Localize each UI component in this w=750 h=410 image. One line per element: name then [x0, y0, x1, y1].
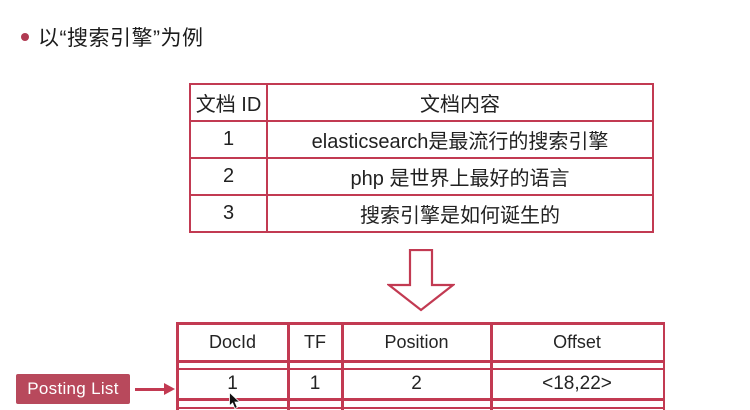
- posting-cell-position: 2: [411, 372, 422, 394]
- doc-id-cell: 3: [189, 194, 268, 233]
- doc-table-header-row: 文档 ID 文档内容: [189, 83, 654, 122]
- posting-list-table: DocId TF Position Offset 1 1 2 <18,22>: [176, 322, 665, 410]
- doc-id-cell: 2: [189, 157, 268, 196]
- posting-list-label: Posting List: [16, 374, 130, 404]
- table-border: [287, 322, 290, 410]
- doc-table-header-id: 文档 ID: [189, 83, 268, 122]
- posting-cell-tf: 1: [309, 372, 321, 394]
- mouse-cursor: [229, 392, 241, 410]
- table-row: 3 搜索引擎是如何诞生的: [189, 194, 654, 233]
- down-arrow-icon: [387, 249, 455, 312]
- doc-id-cell: 1: [189, 120, 268, 159]
- posting-header-tf: TF: [304, 331, 326, 352]
- table-border: [490, 322, 493, 410]
- table-border: [341, 322, 344, 410]
- doc-content-cell: 搜索引擎是如何诞生的: [266, 194, 654, 233]
- posting-header-position: Position: [384, 331, 449, 352]
- table-border: [176, 398, 665, 401]
- doc-table-header-content: 文档内容: [266, 83, 654, 122]
- doc-content-cell: elasticsearch是最流行的搜索引擎: [266, 120, 654, 159]
- table-row: 2 php 是世界上最好的语言: [189, 157, 654, 196]
- table-border: [176, 367, 665, 370]
- table-border: [176, 322, 665, 325]
- posting-cell-offset: <18,22>: [542, 372, 612, 394]
- table-border: [176, 322, 179, 410]
- posting-header-offset: Offset: [553, 331, 601, 352]
- posting-header-docid: DocId: [208, 331, 257, 352]
- document-table: 文档 ID 文档内容 1 elasticsearch是最流行的搜索引擎 2 ph…: [189, 83, 654, 233]
- doc-content-cell: php 是世界上最好的语言: [266, 157, 654, 196]
- table-border: [176, 406, 665, 409]
- posting-cell-docid: 1: [227, 372, 238, 394]
- table-border: [176, 360, 665, 363]
- right-arrow-head-icon: [164, 383, 175, 395]
- table-row: 1 elasticsearch是最流行的搜索引擎: [189, 120, 654, 159]
- slide-title: 以“搜索引擎”为例: [38, 27, 204, 50]
- table-border: [662, 322, 665, 410]
- right-arrow-icon: [135, 388, 166, 391]
- bullet-marker: [21, 33, 29, 41]
